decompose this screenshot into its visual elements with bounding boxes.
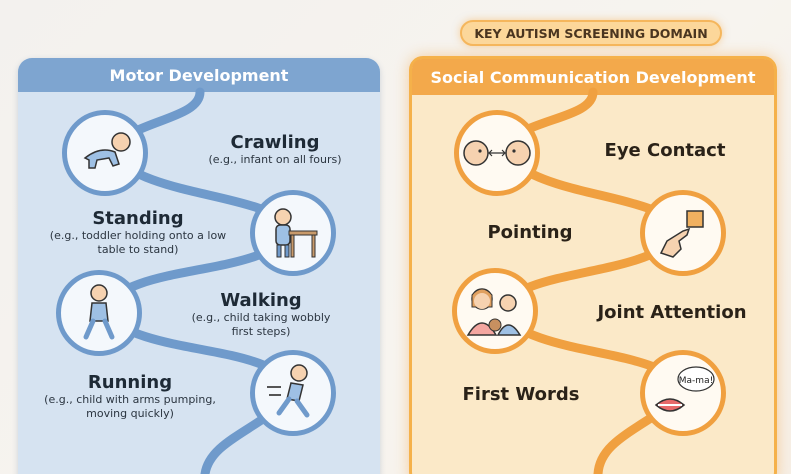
motor-panel-title: Motor Development [18, 58, 380, 92]
crawling-desc: (e.g., infant on all fours) [208, 153, 342, 166]
standing-toddler-icon [250, 190, 336, 276]
eye-contact-faces-icon [454, 110, 540, 196]
standing-label: Standing (e.g., toddler holding onto a l… [40, 208, 236, 257]
joint-attention-label: Joint Attention [592, 302, 752, 323]
running-label: Running (e.g., child with arms pumping, … [42, 372, 218, 421]
parent-child-toy-icon [452, 268, 538, 354]
pointing-hand-icon [640, 190, 726, 276]
walking-desc: (e.g., child taking wobbly first steps) [191, 311, 331, 338]
pointing-title: Pointing [487, 222, 573, 243]
standing-desc: (e.g., toddler holding onto a low table … [49, 229, 227, 256]
walking-child-icon [56, 270, 142, 356]
crawling-title: Crawling [230, 132, 320, 153]
eye-contact-title: Eye Contact [604, 140, 726, 161]
eye-contact-label: Eye Contact [590, 140, 740, 161]
speech-bubble-text: Ma-ma! [679, 376, 713, 386]
standing-title: Standing [92, 208, 184, 229]
running-title: Running [87, 372, 173, 393]
crawling-label: Crawling (e.g., infant on all fours) [190, 132, 360, 167]
mouth-speech-icon: Ma-ma! [640, 350, 726, 436]
running-child-icon [250, 350, 336, 436]
running-desc: (e.g., child with arms pumping, moving q… [44, 393, 216, 420]
pointing-label: Pointing [470, 222, 590, 243]
crawling-baby-icon [62, 110, 148, 196]
key-screening-badge: KEY AUTISM SCREENING DOMAIN [460, 20, 722, 46]
walking-label: Walking (e.g., child taking wobbly first… [186, 290, 336, 339]
walking-title: Walking [220, 290, 302, 311]
joint-attention-title: Joint Attention [597, 302, 747, 323]
first-words-label: First Words [458, 384, 584, 405]
first-words-title: First Words [462, 384, 580, 405]
